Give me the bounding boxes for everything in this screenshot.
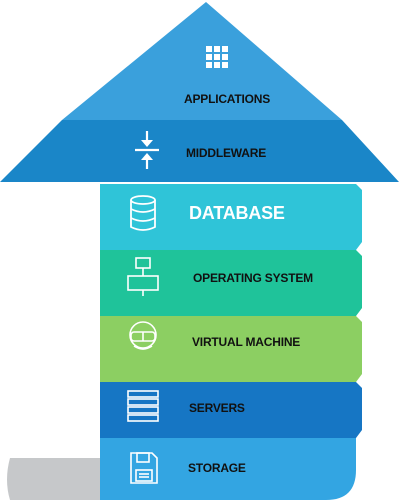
database-icon: [130, 195, 156, 231]
vr-headset-icon: [129, 321, 157, 350]
band-servers: [100, 382, 362, 438]
label-operating-system: OPERATING SYSTEM: [193, 271, 313, 285]
band-virtual-machine: [100, 316, 362, 382]
label-middleware: MIDDLEWARE: [186, 146, 266, 160]
band-applications: [62, 2, 342, 120]
label-storage: STORAGE: [188, 461, 246, 475]
grid-icon: [206, 46, 228, 68]
band-storage: [100, 438, 356, 500]
server-rack-icon: [127, 390, 159, 422]
floppy-disk-icon: [130, 452, 158, 484]
label-virtual-machine: VIRTUAL MACHINE: [192, 335, 301, 349]
flowchart-icon: [127, 257, 159, 296]
band-middleware: [0, 120, 399, 182]
paper-curl: [7, 458, 100, 500]
compress-arrows-icon: [135, 131, 159, 169]
band-operating-system: [100, 250, 362, 316]
label-applications: APPLICATIONS: [184, 92, 271, 106]
label-servers: SERVERS: [189, 401, 245, 415]
band-database: [100, 184, 362, 250]
label-database: DATABASE: [189, 203, 285, 223]
